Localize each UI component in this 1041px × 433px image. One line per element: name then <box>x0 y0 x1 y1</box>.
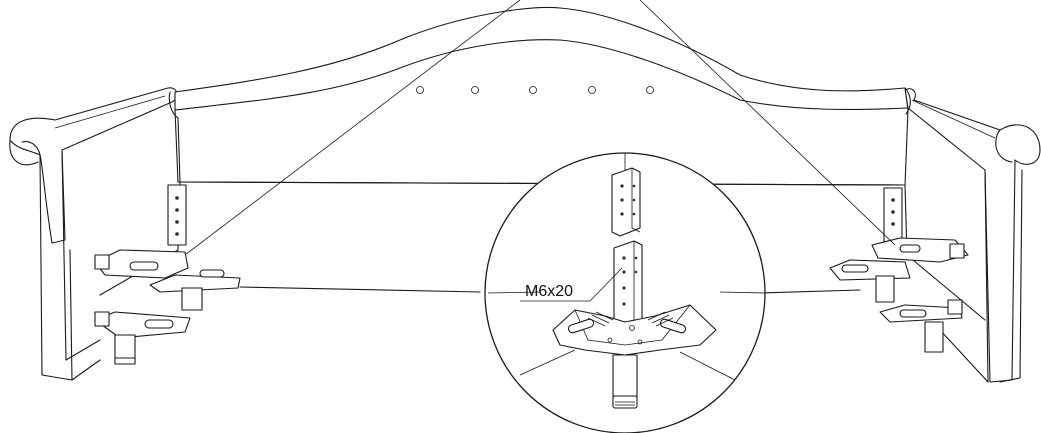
m6x20-callout: M6x20 <box>520 267 623 302</box>
detail-leader-lines <box>184 0 896 256</box>
right-side-panel <box>904 88 1041 383</box>
callout-label: M6x20 <box>525 283 573 300</box>
headboard <box>168 6 911 186</box>
right-corner-bracket <box>829 187 969 353</box>
detail-circle <box>484 152 766 433</box>
left-corner-bracket <box>94 184 241 365</box>
left-side-panel <box>9 87 178 381</box>
